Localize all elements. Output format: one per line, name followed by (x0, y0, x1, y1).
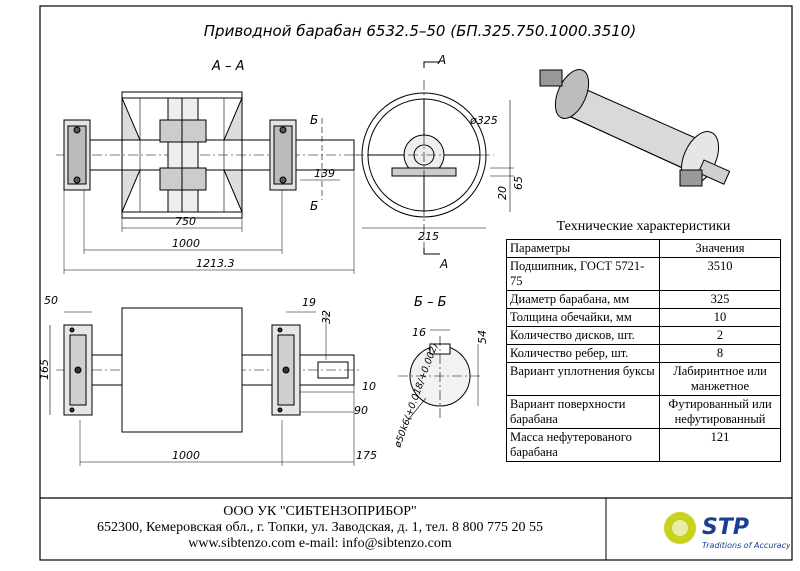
section-a-top-marker: А (437, 53, 446, 67)
section-aa-label: А – А (211, 59, 245, 74)
specs-header-value: Значения (659, 239, 781, 258)
dim-175: 175 (356, 449, 377, 462)
specs-header-row: Параметры Значения (506, 239, 781, 258)
stp-logo: STP Traditions of Accuracy (664, 512, 790, 550)
company-name: ООО УК "СИБТЕНЗОПРИБОР" (223, 504, 417, 519)
spec-value: 3510 (659, 257, 781, 291)
table-row: Вариант уплотнения буксы Лабиринтное или… (506, 362, 781, 396)
spec-value: Футированный или нефутированный (659, 395, 781, 429)
sheet-frame (39, 5, 793, 561)
dim-165: 165 (38, 359, 51, 380)
dim-10: 10 (362, 380, 376, 393)
spec-param: Количество дисков, шт. (506, 326, 660, 345)
dim-90: 90 (354, 404, 368, 417)
section-a-bottom-marker: А (439, 257, 448, 271)
section-b-top-marker: Б (310, 113, 318, 127)
table-row: Масса нефутерованого барабана 121 (506, 428, 781, 462)
dim-54: 54 (476, 330, 489, 344)
table-row: Количество ребер, шт. 8 (506, 344, 781, 363)
spec-param: Толщина обечайки, мм (506, 308, 660, 327)
spec-value: 121 (659, 428, 781, 462)
section-aa-view (56, 91, 360, 274)
specs-header-param: Параметры (506, 239, 660, 258)
dim-215: 215 (418, 230, 439, 243)
spec-param: Количество ребер, шт. (506, 344, 660, 363)
dim-325: ø325 (469, 114, 498, 127)
dim-1000-bottom: 1000 (172, 449, 200, 462)
specs-title: Технические характеристики (556, 219, 731, 234)
isometric-view (539, 69, 731, 187)
company-address: 652300, Кемеровская обл., г. Топки, ул. … (96, 520, 544, 535)
dim-16: 16 (412, 326, 426, 339)
table-row: Вариант поверхности барабана Футированны… (506, 395, 781, 429)
table-row: Количество дисков, шт. 2 (506, 326, 781, 345)
spec-param: Диаметр барабана, мм (506, 290, 660, 309)
spec-value: 2 (659, 326, 781, 345)
dim-65: 65 (512, 176, 525, 190)
dim-1213: 1213.3 (196, 257, 235, 270)
dim-20: 20 (496, 186, 509, 200)
dim-139: 139 (314, 167, 335, 180)
table-row: Подшипник, ГОСТ 5721-75 3510 (506, 257, 781, 291)
specs-table: Параметры Значения Подшипник, ГОСТ 5721-… (506, 239, 781, 462)
logo-name: STP (702, 515, 749, 540)
spec-value: 325 (659, 290, 781, 309)
spec-value: Лабиринтное или манжетное (659, 362, 781, 396)
section-bb-view (398, 329, 482, 421)
section-b-bottom-marker: Б (310, 199, 318, 213)
spec-value: 10 (659, 308, 781, 327)
drawing-title: Приводной барабан 6532.5–50 (БП.325.750.… (204, 22, 636, 40)
spec-value: 8 (659, 344, 781, 363)
dim-32: 32 (320, 310, 333, 324)
spec-param: Вариант уплотнения буксы (506, 362, 660, 396)
spec-param: Вариант поверхности барабана (506, 395, 660, 429)
dim-19: 19 (302, 296, 316, 309)
spec-param: Подшипник, ГОСТ 5721-75 (506, 257, 660, 291)
end-view (354, 61, 514, 255)
logo-tagline: Traditions of Accuracy (702, 541, 790, 550)
dim-1000-top: 1000 (172, 237, 200, 250)
dim-750: 750 (175, 215, 196, 228)
front-view (49, 307, 360, 466)
table-row: Толщина обечайки, мм 10 (506, 308, 781, 327)
company-contacts: www.sibtenzo.com e-mail: info@sibtenzo.c… (188, 536, 452, 551)
table-row: Диаметр барабана, мм 325 (506, 290, 781, 309)
dim-50: 50 (44, 294, 58, 307)
spec-param: Масса нефутерованого барабана (506, 428, 660, 462)
section-bb-label: Б – Б (414, 295, 447, 310)
footer: ООО УК "СИБТЕНЗОПРИБОР" 652300, Кемеровс… (40, 504, 600, 552)
